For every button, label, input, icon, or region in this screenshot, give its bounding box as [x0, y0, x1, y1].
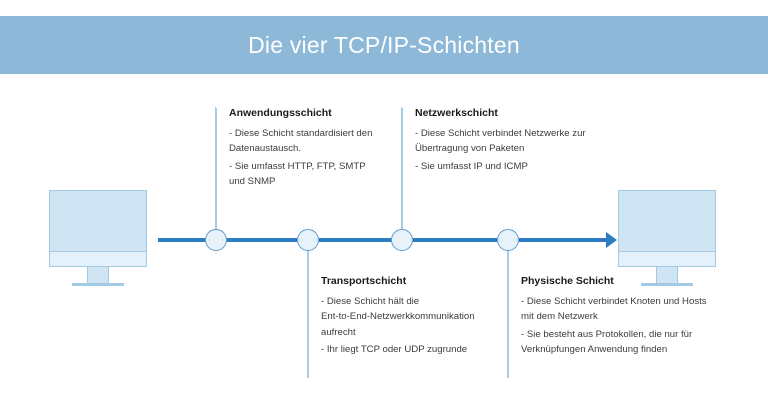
monitor-stand	[656, 267, 678, 284]
layer-block-transportschicht: Transportschicht - Diese Schicht hält di…	[307, 275, 507, 360]
flow-arrow-head-icon	[606, 232, 617, 248]
flow-axis-segment	[508, 238, 608, 242]
flow-axis-segment	[308, 238, 402, 242]
flow-axis-segment	[158, 238, 216, 242]
monitor-base	[641, 283, 693, 286]
layer-bullet: - Diese Schicht verbindet Netzwerke zur …	[415, 127, 586, 155]
layer-block-anwendungsschicht: Anwendungsschicht - Diese Schicht standa…	[215, 107, 405, 192]
layer-bullet: - Diese Schicht standardisiert den Daten…	[229, 127, 373, 155]
layer-title: Netzwerkschicht	[415, 107, 498, 119]
monitor-chin	[618, 251, 716, 267]
layer-bullet: - Diese Schicht verbindet Knoten und Hos…	[521, 295, 707, 323]
layer-title: Physische Schicht	[521, 275, 614, 287]
layer-title: Transportschicht	[321, 275, 407, 287]
flow-axis-segment	[216, 238, 308, 242]
monitor-screen	[49, 190, 147, 252]
layer-bullet: - Sie umfasst HTTP, FTP, SMTP und SNMP	[229, 160, 366, 188]
layer-bullet: - Ihr liegt TCP oder UDP zugrunde	[321, 344, 468, 356]
node-circle-anwendungsschicht[interactable]	[205, 229, 227, 251]
node-circle-netzwerkschicht[interactable]	[391, 229, 413, 251]
node-circle-physische-schicht[interactable]	[497, 229, 519, 251]
layer-bullet: - Sie besteht aus Protokollen, die nur f…	[521, 328, 693, 356]
layer-title: Anwendungsschicht	[229, 107, 332, 119]
monitor-stand	[87, 267, 109, 284]
header-banner: Die vier TCP/IP-Schichten	[0, 16, 768, 74]
node-circle-transportschicht[interactable]	[297, 229, 319, 251]
layer-block-physische-schicht: Physische Schicht - Diese Schicht verbin…	[507, 275, 732, 360]
monitor-chin	[49, 251, 147, 267]
flow-axis-segment	[402, 238, 508, 242]
layer-bullet: - Diese Schicht hält die Ent-to-End-Netz…	[321, 295, 475, 338]
monitor-base	[72, 283, 124, 286]
page-title: Die vier TCP/IP-Schichten	[248, 31, 520, 58]
layer-bullet: - Sie umfasst IP und ICMP	[415, 160, 528, 172]
monitor-screen	[618, 190, 716, 252]
layer-block-netzwerkschicht: Netzwerkschicht - Diese Schicht verbinde…	[401, 107, 616, 177]
